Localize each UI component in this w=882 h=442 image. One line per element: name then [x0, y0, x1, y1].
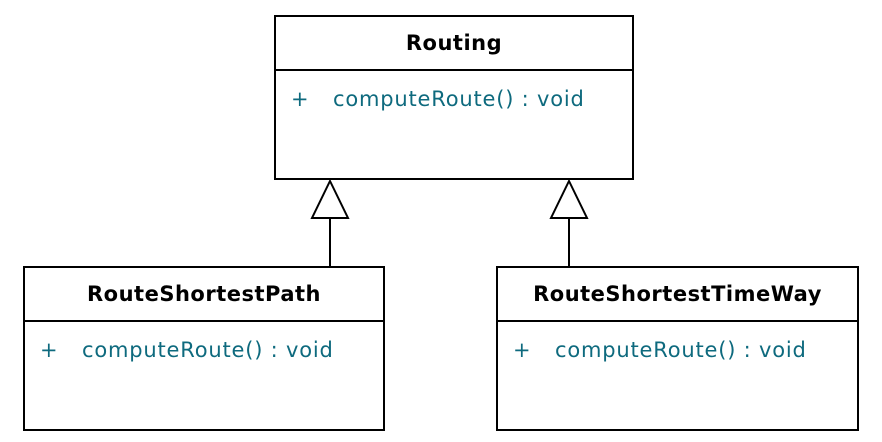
method-row: + computeRoute() : void: [40, 337, 383, 363]
method-signature: computeRoute() : void: [555, 338, 807, 362]
class-methods-compartment: + computeRoute() : void: [498, 322, 857, 363]
class-name: RouteShortestPath: [25, 268, 383, 322]
method-visibility: +: [513, 338, 532, 362]
method-signature: computeRoute() : void: [82, 338, 334, 362]
class-box-route-shortest-path: RouteShortestPath + computeRoute() : void: [23, 266, 385, 431]
method-row: + computeRoute() : void: [513, 337, 857, 363]
class-box-route-shortest-time-way: RouteShortestTimeWay + computeRoute() : v…: [496, 266, 859, 431]
class-name: Routing: [276, 17, 632, 71]
inheritance-triangle-icon: [310, 178, 350, 219]
method-visibility: +: [291, 87, 310, 111]
generalization-arrow-right: [549, 178, 589, 266]
method-visibility: +: [40, 338, 59, 362]
method-signature: computeRoute() : void: [333, 87, 585, 111]
method-row: + computeRoute() : void: [291, 86, 632, 112]
class-methods-compartment: + computeRoute() : void: [25, 322, 383, 363]
class-name: RouteShortestTimeWay: [498, 268, 857, 322]
class-box-routing: Routing + computeRoute() : void: [274, 15, 634, 180]
class-methods-compartment: + computeRoute() : void: [276, 71, 632, 112]
inheritance-triangle-icon: [549, 178, 589, 219]
generalization-arrow-left: [310, 178, 350, 266]
